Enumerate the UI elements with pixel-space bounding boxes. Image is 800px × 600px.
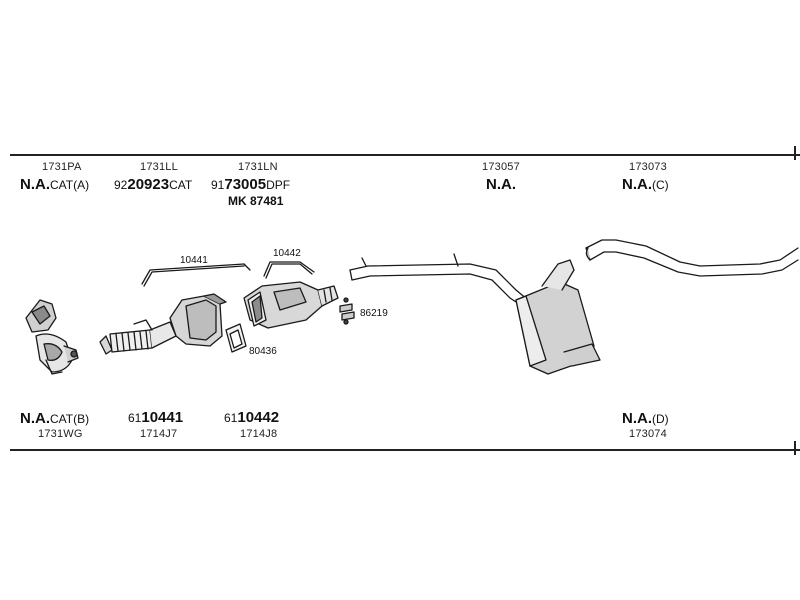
- bottom-divider-end: [794, 441, 796, 455]
- part-code: 1714J7: [140, 428, 178, 440]
- center-pipe: [349, 253, 529, 307]
- part-number: 9173005DPF: [211, 176, 291, 193]
- part-code: 1731PA: [42, 161, 82, 173]
- top-divider: [10, 154, 800, 156]
- part-code: 173057: [482, 161, 520, 173]
- catalytic-converter-main: [169, 293, 227, 347]
- part-extra-number: MK 87481: [228, 194, 284, 208]
- top-divider-end: [794, 146, 796, 160]
- callout-label: 86219: [360, 308, 388, 319]
- part-code: 173073: [629, 161, 667, 173]
- bottom-divider: [10, 449, 800, 451]
- callout-label: 80436: [249, 346, 277, 357]
- part-number: N.A.CAT(B): [20, 410, 90, 427]
- part-code: 1714J8: [240, 428, 278, 440]
- callout-label: 10442: [273, 248, 301, 259]
- catalytic-converter-b: [25, 299, 79, 375]
- part-number: N.A.CAT(A): [20, 176, 90, 193]
- clamp-86219: [339, 297, 355, 325]
- rear-silencer: [515, 259, 601, 375]
- bracket-10442: [263, 261, 315, 279]
- part-code: 1731LL: [140, 161, 178, 173]
- flex-pipe: [99, 319, 177, 355]
- part-number: 6110442: [224, 409, 280, 426]
- part-code: 173074: [629, 428, 667, 440]
- part-number: N.A.(C): [622, 176, 669, 193]
- callout-label: 10441: [180, 255, 208, 266]
- gasket-80436: [225, 323, 247, 353]
- bracket-10441: [141, 263, 251, 287]
- part-code: 1731LN: [238, 161, 278, 173]
- dpf-filter: [243, 281, 339, 329]
- part-number: N.A.: [486, 176, 516, 193]
- part-number: N.A.(D): [622, 410, 669, 427]
- part-number: 6110441: [128, 409, 184, 426]
- part-number: 9220923CAT: [114, 176, 193, 193]
- part-code: 1731WG: [38, 428, 83, 440]
- tail-pipe: [585, 239, 799, 277]
